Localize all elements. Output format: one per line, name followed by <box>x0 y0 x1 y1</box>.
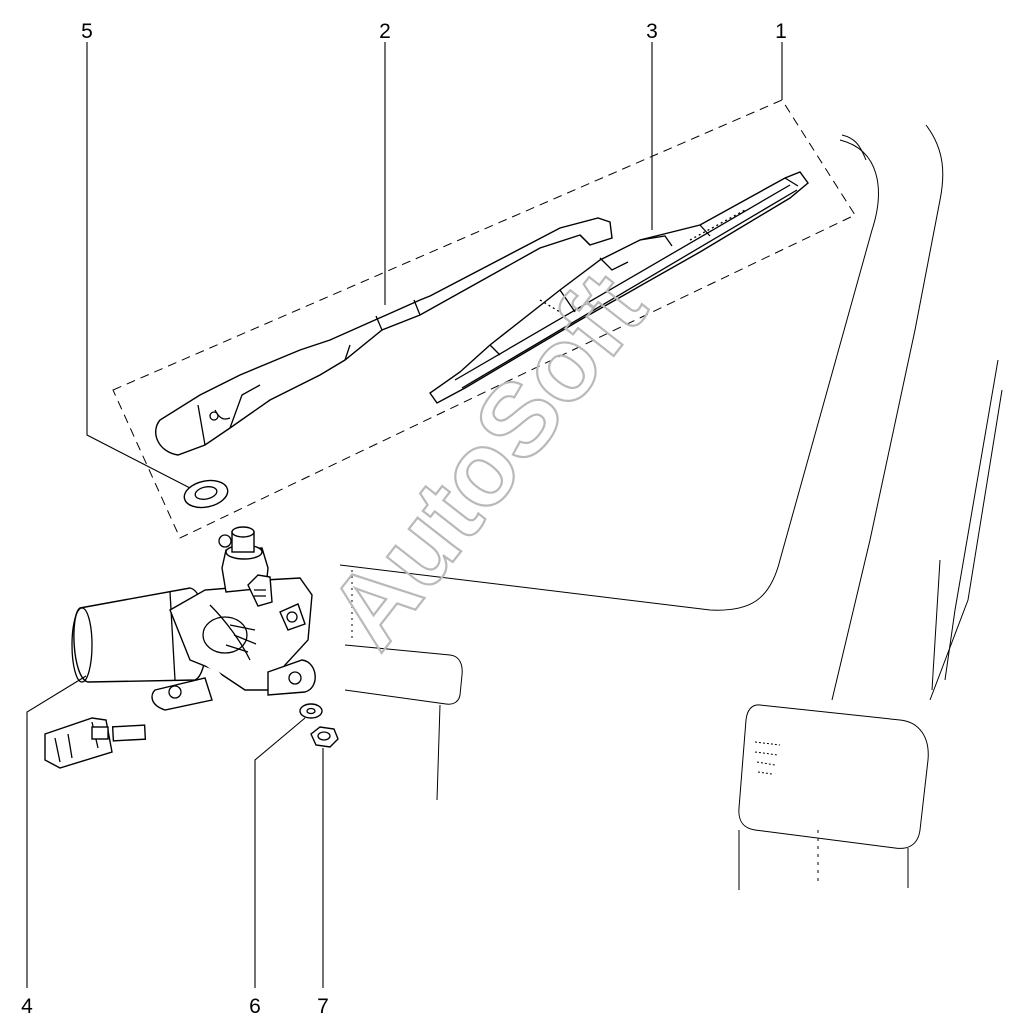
leader-4 <box>26 675 87 988</box>
wiper-blade <box>429 171 809 404</box>
nut <box>310 726 339 748</box>
watermark-text: AutoSoft <box>307 252 669 669</box>
wiper-arm <box>155 217 613 456</box>
callout-7: 7 <box>317 995 329 1018</box>
assembly-boundary <box>112 99 856 539</box>
callout-5: 5 <box>81 20 93 43</box>
leader-lines <box>26 42 783 988</box>
callout-3: 3 <box>646 20 658 43</box>
callout-2: 2 <box>379 20 391 43</box>
callout-6: 6 <box>249 995 261 1018</box>
leader-5 <box>86 42 191 489</box>
callout-4: 4 <box>21 995 33 1018</box>
callout-1: 1 <box>775 20 787 43</box>
grommet <box>183 479 229 509</box>
leader-6 <box>254 717 306 988</box>
washer <box>299 703 323 719</box>
tailgate-outline <box>339 124 1003 890</box>
wiper-motor <box>44 526 316 769</box>
